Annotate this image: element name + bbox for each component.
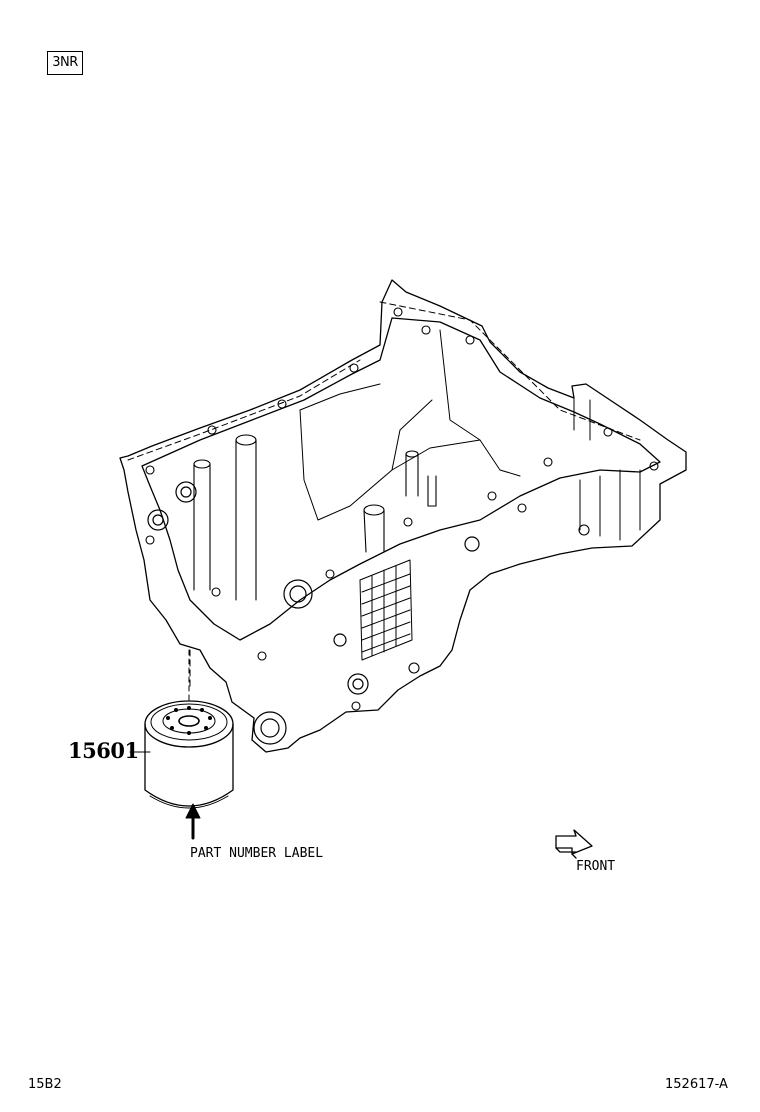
part-number-callout: 15601 [68, 738, 139, 763]
oil-pan-rim-outline [119, 279, 687, 753]
oil-filter-illustration [144, 700, 234, 809]
oil-pan-end-ribs [573, 397, 641, 541]
filter-center-thread [178, 715, 200, 727]
filter-body [144, 723, 234, 807]
filter-base-shading [149, 795, 229, 809]
oil-pan-ports [147, 481, 480, 745]
illustration-id: 152617-A [665, 1077, 728, 1092]
footer-left-code: 15B2 [28, 1077, 62, 1092]
internal-bosses [193, 434, 437, 601]
front-direction-arrow-icon [555, 829, 593, 859]
up-arrow-icon [185, 803, 201, 840]
engine-code-badge: 3NR [47, 51, 83, 75]
oil-pan-flange-inner [141, 317, 661, 641]
flange-bolt-holes [145, 307, 659, 711]
filter-inlet-holes [166, 706, 212, 735]
hidden-edge-lines [127, 301, 641, 691]
oil-pan-ribbing [359, 559, 413, 661]
oil-pan-illustration [119, 279, 687, 753]
part-number-label-caption: PART NUMBER LABEL [190, 846, 324, 861]
filter-gasket-outer [150, 703, 228, 741]
front-direction-label: FRONT [576, 859, 616, 874]
sump-interior [299, 329, 521, 521]
